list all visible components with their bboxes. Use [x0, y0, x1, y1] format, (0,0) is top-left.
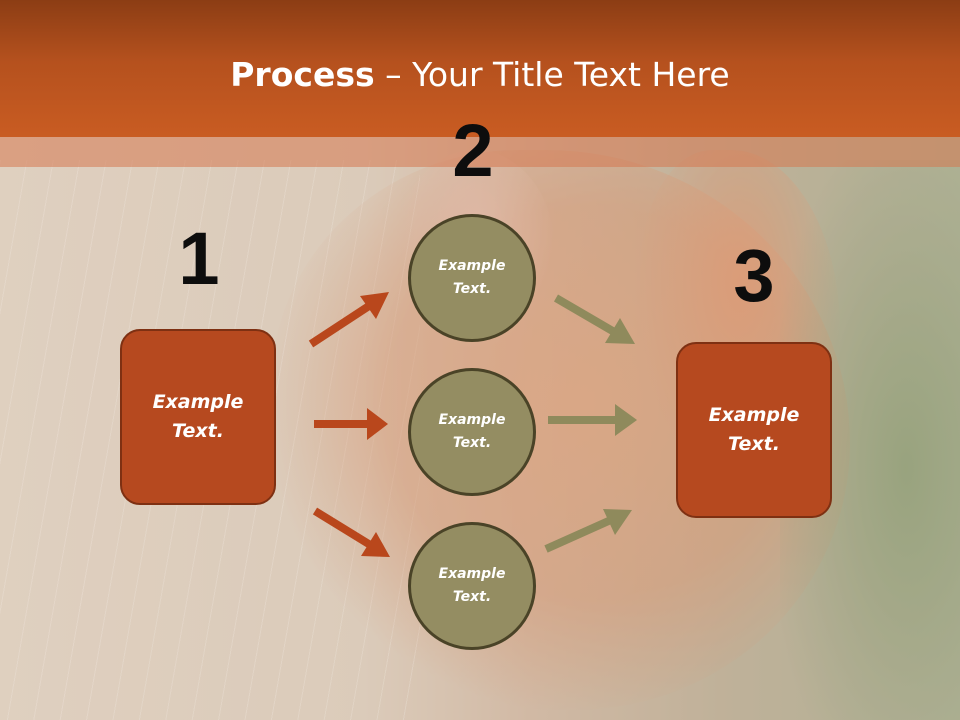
step-number-3: 3	[733, 234, 775, 317]
process-circle-top-text: Example Text.	[438, 258, 506, 297]
step-number-1: 1	[178, 217, 220, 300]
process-circle-middle: Example Text.	[408, 368, 536, 496]
process-circle-top: Example Text.	[408, 214, 536, 342]
process-circle-middle-text: Example Text.	[438, 412, 506, 451]
step-number-2: 2	[452, 109, 494, 192]
title-bold: Process	[230, 55, 375, 94]
process-circle-bottom: Example Text.	[408, 522, 536, 650]
process-circle-bottom-text: Example Text.	[438, 566, 506, 605]
title-bar-band	[0, 137, 960, 167]
process-box-right: Example Text.	[676, 342, 832, 518]
title-rest: – Your Title Text Here	[374, 55, 730, 94]
process-box-right-text: Example Text.	[708, 404, 800, 455]
process-box-left-text: Example Text.	[152, 391, 244, 442]
process-box-left: Example Text.	[120, 329, 276, 505]
title-bar	[0, 0, 960, 137]
slide-title: Process – Your Title Text Here	[0, 54, 960, 96]
